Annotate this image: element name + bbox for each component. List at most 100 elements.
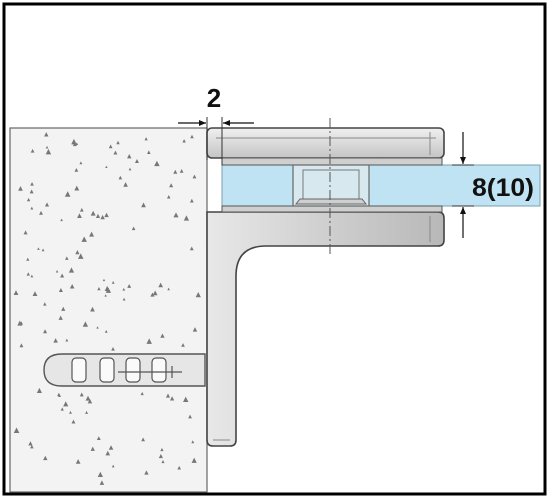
- concrete-speckle: [111, 346, 115, 351]
- concrete-speckle: [111, 280, 115, 284]
- concrete-speckle: [74, 185, 80, 191]
- concrete-speckle: [167, 195, 171, 199]
- concrete-speckle: [44, 132, 49, 137]
- concrete-speckle: [108, 144, 113, 149]
- concrete-speckle: [104, 294, 107, 297]
- concrete-speckle: [26, 197, 31, 202]
- concrete-speckle: [90, 446, 95, 451]
- concrete-speckle: [82, 321, 89, 327]
- thickness-dimension-label: 8(10): [472, 174, 534, 202]
- concrete-speckle: [158, 282, 163, 288]
- concrete-speckle: [69, 283, 75, 289]
- concrete-speckle: [81, 236, 87, 242]
- concrete-speckle: [19, 321, 23, 325]
- concrete-speckle: [97, 287, 101, 291]
- concrete-speckle: [169, 183, 174, 188]
- concrete-speckle: [57, 392, 61, 397]
- concrete-speckle: [141, 437, 145, 442]
- concrete-speckle: [99, 480, 105, 485]
- concrete-speckle: [105, 287, 112, 293]
- concrete-speckle: [97, 471, 103, 478]
- concrete-speckle: [44, 202, 50, 207]
- concrete-speckle: [192, 174, 197, 179]
- l-bracket: [206, 211, 445, 447]
- concrete-speckle: [79, 207, 84, 212]
- concrete-speckle: [30, 182, 34, 186]
- concrete-speckle: [26, 257, 30, 261]
- concrete-speckle: [45, 148, 52, 155]
- concrete-speckle: [69, 410, 72, 414]
- concrete-speckle: [127, 153, 132, 159]
- concrete-speckle: [65, 338, 69, 342]
- concrete-speckle: [105, 450, 111, 456]
- concrete-speckle: [19, 343, 24, 348]
- concrete-speckle: [104, 330, 108, 333]
- concrete-speckle: [195, 292, 201, 298]
- concrete-speckle: [134, 158, 139, 163]
- concrete-speckle: [71, 138, 77, 145]
- concrete-speckle: [190, 134, 194, 139]
- concrete-speckle: [182, 139, 186, 143]
- concrete-speckle: [77, 253, 84, 259]
- concrete-speckle: [90, 306, 95, 312]
- clamp-insert: [221, 157, 443, 213]
- concrete-speckle: [111, 464, 115, 468]
- concrete-speckle: [32, 291, 38, 297]
- concrete-speckle: [72, 142, 77, 147]
- concrete-speckle: [60, 218, 63, 222]
- concrete-speckle: [161, 459, 165, 464]
- concrete-speckle: [116, 140, 120, 145]
- thickness-dimension: 8(10): [452, 132, 534, 238]
- concrete-speckle: [55, 270, 59, 273]
- concrete-speckle: [123, 182, 128, 187]
- concrete-speckle: [90, 210, 96, 216]
- concrete-speckle: [158, 453, 163, 459]
- concrete-speckle: [188, 414, 192, 419]
- concrete-speckle: [146, 338, 152, 344]
- wall-anchor: [43, 353, 206, 387]
- concrete-speckle: [41, 248, 45, 252]
- concrete-speckle: [131, 226, 136, 231]
- concrete-speckle: [160, 447, 164, 452]
- concrete-speckle: [181, 343, 185, 347]
- concrete-speckle: [102, 278, 106, 282]
- concrete-speckle: [13, 427, 20, 434]
- concrete-speckle: [152, 290, 158, 296]
- concrete-speckle: [183, 396, 189, 403]
- concrete-speckle: [60, 273, 65, 278]
- concrete-speckle: [30, 206, 34, 210]
- concrete-speckle: [85, 395, 91, 401]
- concrete-speckles: [13, 132, 201, 485]
- concrete-speckle: [127, 283, 132, 288]
- gap-dimension-label: 2: [207, 83, 221, 113]
- concrete-speckle: [122, 287, 126, 291]
- concrete-speckle: [179, 169, 184, 173]
- concrete-speckle: [173, 169, 178, 174]
- concrete-speckle: [191, 440, 195, 444]
- concrete-speckle: [45, 145, 49, 149]
- concrete-speckle: [141, 202, 146, 208]
- concrete-speckle: [37, 247, 40, 250]
- concrete-speckle: [189, 246, 194, 251]
- concrete-speckle: [58, 315, 63, 320]
- concrete-speckle: [122, 297, 126, 301]
- concrete-speckle: [96, 326, 99, 329]
- concrete-speckle: [118, 175, 123, 180]
- concrete-speckle: [105, 165, 108, 168]
- concrete-speckle: [68, 267, 75, 273]
- concrete-speckle: [173, 212, 179, 218]
- concrete-speckle: [147, 150, 151, 155]
- concrete-speckle: [79, 392, 84, 397]
- top-clamp-plate: [206, 127, 445, 159]
- concrete-speckle: [191, 457, 197, 463]
- concrete-speckle: [75, 142, 79, 145]
- concrete-speckle: [29, 189, 34, 194]
- concrete-speckle: [165, 393, 171, 398]
- concrete-speckle: [183, 215, 190, 221]
- concrete-speckle: [43, 455, 48, 461]
- concrete-speckle: [95, 213, 101, 218]
- concrete-speckle: [77, 213, 82, 218]
- concrete-speckle: [144, 137, 148, 141]
- concrete-speckle: [189, 198, 194, 203]
